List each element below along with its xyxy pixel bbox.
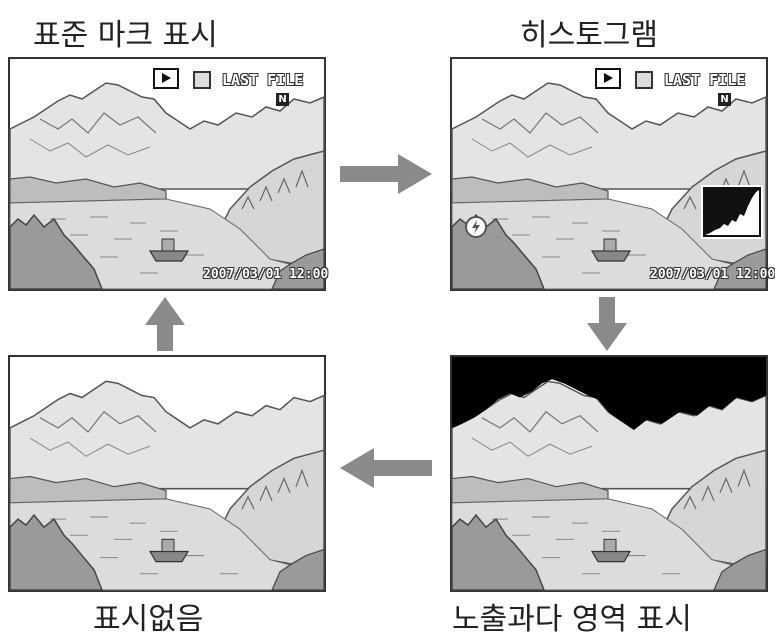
histogram-icon [701,185,763,239]
arrow-right-icon [340,154,432,194]
title-histogram: 히스토그램 [520,18,658,53]
panel-standard-marks: LAST FILE N 2007/03/01 12:00 [8,57,329,291]
title-no-display: 표시없음 [93,602,204,637]
panel-histogram: LAST FILE N 2007/03/01 12:00 [450,57,775,291]
memory-card-icon [193,71,211,89]
landscape-image [9,356,325,591]
title-standard-marks: 표준 마크 표시 [33,18,218,53]
quality-icon: N [718,93,731,106]
play-icon [153,68,179,89]
arrow-left-icon [340,448,432,488]
panel-overexposure [450,355,768,592]
flash-icon [465,216,487,238]
last-file-label: LAST FILE [222,71,304,89]
arrow-down-icon [587,297,627,351]
quality-icon: N [276,93,289,106]
play-icon [595,68,621,89]
overexposed-area [452,357,766,430]
datetime-label: 2007/03/01 12:00 [650,267,775,282]
datetime-label: 2007/03/01 12:00 [203,267,329,282]
title-overexposure: 노출과다 영역 표시 [452,602,692,637]
last-file-label: LAST FILE [664,71,746,89]
memory-card-icon [635,71,653,89]
panel-no-display [8,355,326,592]
arrow-up-icon [145,297,185,351]
